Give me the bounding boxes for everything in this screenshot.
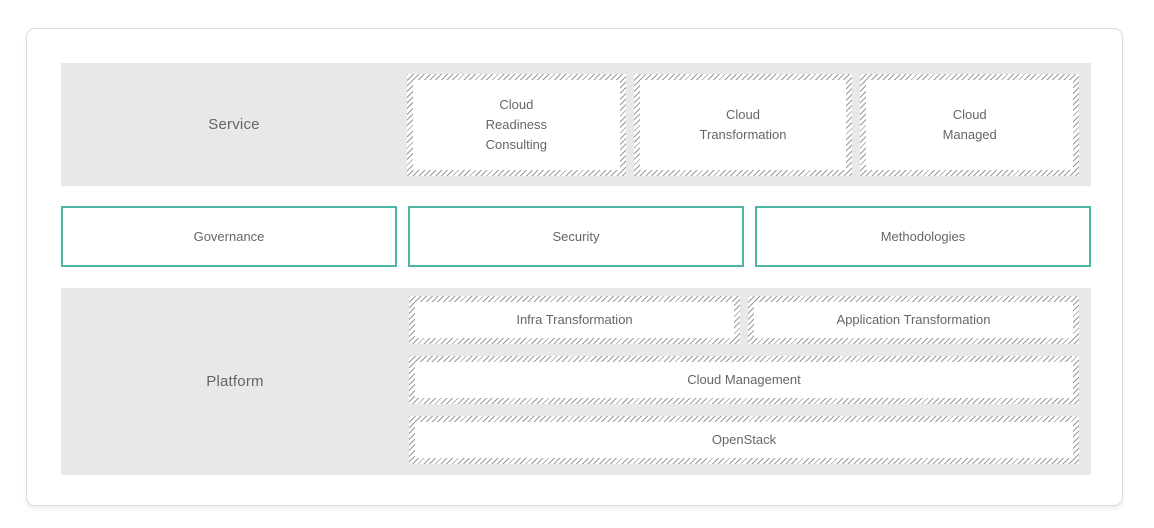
security-box: Security: [408, 206, 744, 267]
openstack-label: OpenStack: [711, 432, 777, 447]
cloud-transformation-box: Cloud Transformation: [633, 73, 853, 176]
application-transformation-label: Application Transformation: [836, 312, 991, 327]
cloud-readiness-consulting-label: Cloud Readiness Consulting: [485, 96, 548, 152]
service-boxes-group: Cloud Readiness Consulting Cloud Transfo…: [407, 63, 1091, 186]
openstack-box-inner: OpenStack: [415, 422, 1073, 458]
application-transformation-box: Application Transformation: [748, 296, 1079, 344]
platform-layer-label: Platform: [206, 373, 264, 390]
platform-layer-band: Platform Infra Transformation Applicatio…: [61, 288, 1091, 475]
security-label: Security: [552, 228, 600, 244]
diagram-card: Service Cloud Readiness Consulting Cloud…: [26, 28, 1123, 506]
openstack-box: OpenStack: [409, 416, 1079, 464]
governance-box: Governance: [61, 206, 397, 267]
cloud-transformation-label: Cloud Transformation: [699, 106, 787, 142]
cloud-management-box: Cloud Management: [409, 356, 1079, 404]
infra-transformation-box: Infra Transformation: [409, 296, 740, 344]
governance-security-methodologies-row: Governance Security Methodologies: [61, 206, 1091, 267]
cloud-readiness-consulting-box: Cloud Readiness Consulting: [407, 73, 626, 176]
infra-transformation-label: Infra Transformation: [516, 312, 633, 327]
platform-transformation-row: Infra Transformation Application Transfo…: [409, 296, 1079, 344]
service-layer-band: Service Cloud Readiness Consulting Cloud…: [61, 63, 1091, 186]
cloud-managed-label: Cloud Managed: [942, 106, 997, 142]
infra-transformation-box-inner: Infra Transformation: [415, 302, 734, 338]
methodologies-box: Methodologies: [755, 206, 1091, 267]
cloud-management-label: Cloud Management: [687, 372, 801, 387]
cloud-transformation-box-inner: Cloud Transformation: [639, 79, 847, 170]
service-layer-label: Service: [208, 116, 260, 133]
application-transformation-box-inner: Application Transformation: [754, 302, 1073, 338]
platform-boxes-group: Infra Transformation Application Transfo…: [409, 288, 1091, 475]
cloud-management-box-inner: Cloud Management: [415, 362, 1073, 398]
governance-label: Governance: [193, 228, 265, 244]
cloud-managed-box-inner: Cloud Managed: [866, 79, 1074, 170]
methodologies-label: Methodologies: [880, 228, 966, 244]
cloud-readiness-consulting-box-inner: Cloud Readiness Consulting: [413, 79, 620, 170]
cloud-managed-box: Cloud Managed: [860, 73, 1080, 176]
